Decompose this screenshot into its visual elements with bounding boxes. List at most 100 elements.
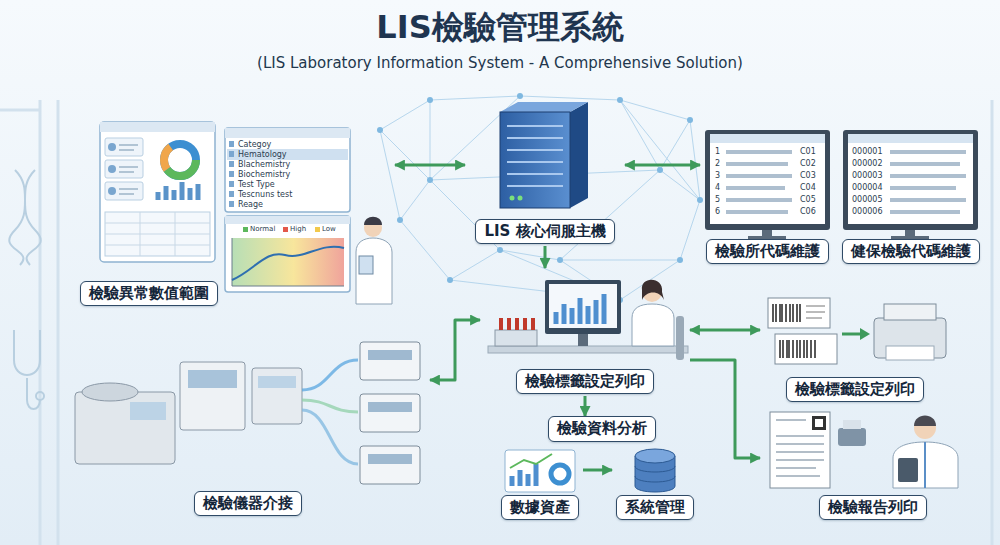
report-paper (812, 416, 826, 430)
node-label: 檢驗報告列印 (819, 495, 927, 521)
interface-device (360, 342, 420, 484)
row-number: 6 (715, 208, 720, 216)
barcode-label (768, 298, 830, 328)
dashboard-panel (108, 143, 116, 151)
barcode-label (780, 340, 815, 358)
server (500, 102, 588, 112)
server (570, 102, 588, 208)
code-monitor (705, 130, 830, 239)
category-panel (229, 161, 234, 167)
node-label: 檢驗標籤設定列印 (516, 369, 654, 395)
workstation (549, 284, 617, 328)
row-number: 3 (715, 172, 720, 180)
flow-arrow (690, 360, 760, 458)
lab-code: C04 (800, 184, 816, 192)
code-monitor (726, 152, 792, 212)
interface-device (360, 394, 420, 432)
network-dot (687, 117, 693, 123)
nhi-code: 000006 (852, 208, 883, 216)
range-module: 檢驗異常數值範圍 (70, 118, 395, 308)
analyzer-machine (252, 368, 302, 424)
category-panel (229, 171, 234, 177)
code-monitor (705, 130, 830, 230)
dna-icon (9, 170, 40, 265)
workstation (632, 304, 674, 346)
system-admin-module: 系統管理 (612, 446, 698, 522)
doctor (893, 442, 958, 488)
analytics-card (512, 464, 536, 486)
flow-arrow (690, 329, 760, 332)
barcode-label (768, 298, 870, 364)
category-panel (229, 201, 234, 207)
dashboard-panel (100, 122, 215, 132)
category-panel (229, 181, 234, 187)
row-number: 4 (715, 184, 720, 192)
network-mesh (380, 96, 520, 180)
category-item: Blachemistry (238, 161, 290, 169)
nhi-code-monitor (848, 134, 973, 224)
interface-device (368, 402, 412, 412)
interface-device (360, 342, 420, 380)
legend-text: Low (322, 226, 336, 233)
lab-code: C05 (800, 196, 816, 204)
database-icon (635, 449, 675, 492)
server (500, 112, 570, 208)
analyzer-machine (258, 376, 296, 388)
code-monitor (710, 134, 825, 143)
category-panel (225, 128, 350, 138)
range-chart-panel (283, 227, 288, 232)
stethoscope-icon (14, 330, 40, 375)
report-paper (838, 428, 866, 446)
network-dot (397, 217, 403, 223)
barcode-label (806, 306, 825, 318)
nhi-code: 000004 (852, 184, 883, 192)
dashboard-panel (105, 138, 143, 156)
dashboard-panel (108, 165, 116, 173)
server (507, 126, 563, 186)
dashboard-panel (105, 212, 210, 256)
barcode-label (842, 333, 862, 336)
diagram-subtitle: (LIS Laboratory Information System - A C… (0, 54, 1000, 72)
doctor (898, 458, 918, 482)
lab-code: C06 (800, 208, 816, 216)
nhi-code: 000003 (852, 172, 883, 180)
network-dot (447, 277, 453, 283)
category-panel (225, 128, 350, 212)
lab-code: C03 (800, 172, 816, 180)
barcode-label (773, 304, 800, 322)
network-dot (617, 97, 623, 103)
network-dot (377, 93, 703, 303)
analyzer-machine (75, 392, 175, 464)
doctor (924, 442, 926, 488)
dashboard-panel (105, 160, 143, 178)
diagram-title: LIS檢驗管理系統 (0, 8, 1000, 46)
category-panel (225, 128, 350, 212)
technician-left (359, 256, 373, 274)
workstation (495, 330, 537, 346)
server-module: LIS 核心伺服主機 (465, 104, 625, 246)
category-panel (229, 151, 234, 157)
server (510, 196, 515, 201)
category-panel (229, 191, 234, 197)
instrument-module: 檢驗儀器介接 (65, 312, 430, 518)
network-dot (427, 177, 433, 183)
nhi-code: 000005 (852, 196, 883, 204)
interface-device (360, 446, 420, 484)
report-paper (843, 420, 861, 429)
barcode-label (860, 328, 870, 340)
range-chart-panel (315, 227, 320, 232)
database-icon (635, 466, 675, 482)
workstation (501, 318, 533, 330)
nhi-code-monitor (843, 130, 978, 230)
category-panel (229, 141, 234, 147)
row-number: 1 (715, 148, 720, 156)
network-dot (497, 247, 503, 253)
flow-arrow (625, 164, 700, 167)
analyzer-machine (180, 362, 245, 430)
analytics-card (551, 465, 569, 483)
analysis-box: 檢驗資料分析 (548, 416, 656, 444)
dashboard-panel (100, 122, 215, 262)
dashboard-panel (105, 212, 210, 256)
network-dot (657, 167, 663, 173)
label-printer (886, 346, 934, 360)
